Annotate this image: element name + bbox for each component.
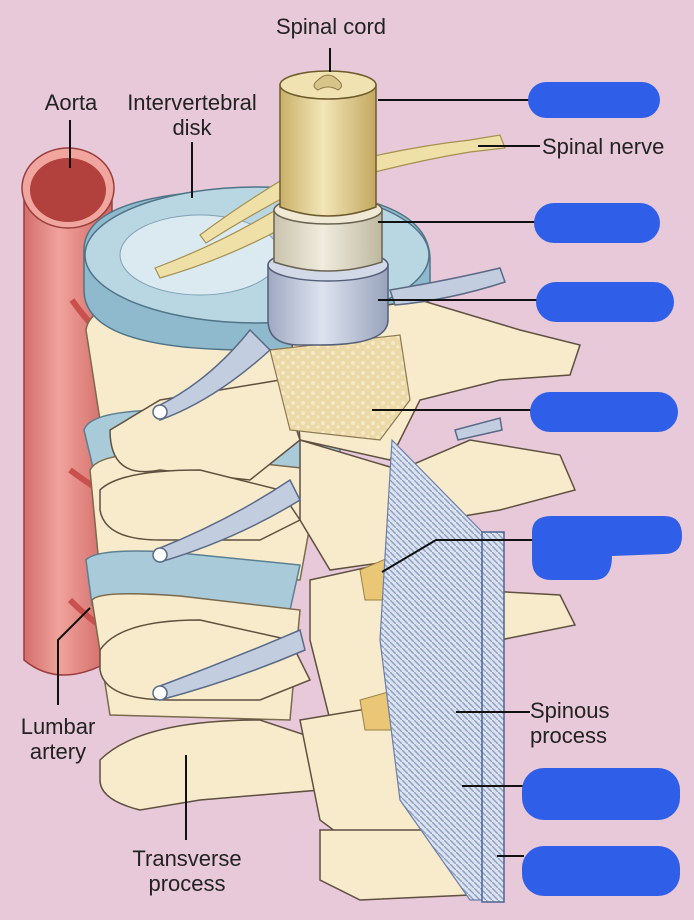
redacted-labels <box>522 82 682 896</box>
redacted-label-1 <box>528 82 660 118</box>
transverse-process-label-line2: process <box>148 871 226 896</box>
leader-lines <box>57 48 540 857</box>
intervertebral-disk-label-line1: Intervertebral <box>127 90 257 115</box>
lumbar-artery-label-line2: artery <box>29 739 87 764</box>
redacted-label-2 <box>534 203 660 243</box>
spinal-cord-column <box>267 70 389 346</box>
spinous-process-label-line2: process <box>530 723 608 748</box>
spinal-nerve-label: Spinal nerve <box>542 134 665 159</box>
intervertebral-disk-label-line2: disk <box>172 115 212 140</box>
aorta-label: Aorta <box>44 90 98 115</box>
redacted-label-4 <box>530 392 678 432</box>
redacted-label-6 <box>522 768 680 820</box>
spinal-cord-label: Spinal cord <box>275 14 387 39</box>
spongy-bone <box>269 334 411 441</box>
spinous-process-label-line1: Spinous <box>530 698 610 723</box>
transverse-process-label-line1: Transverse <box>132 846 242 871</box>
nerve-roots <box>152 267 506 701</box>
lumbar-artery-label-line1: Lumbar <box>20 714 96 739</box>
redacted-label-5 <box>532 516 682 580</box>
supraspinous-ligament <box>481 531 505 903</box>
redacted-label-3 <box>536 282 674 322</box>
redacted-label-7 <box>522 846 680 896</box>
